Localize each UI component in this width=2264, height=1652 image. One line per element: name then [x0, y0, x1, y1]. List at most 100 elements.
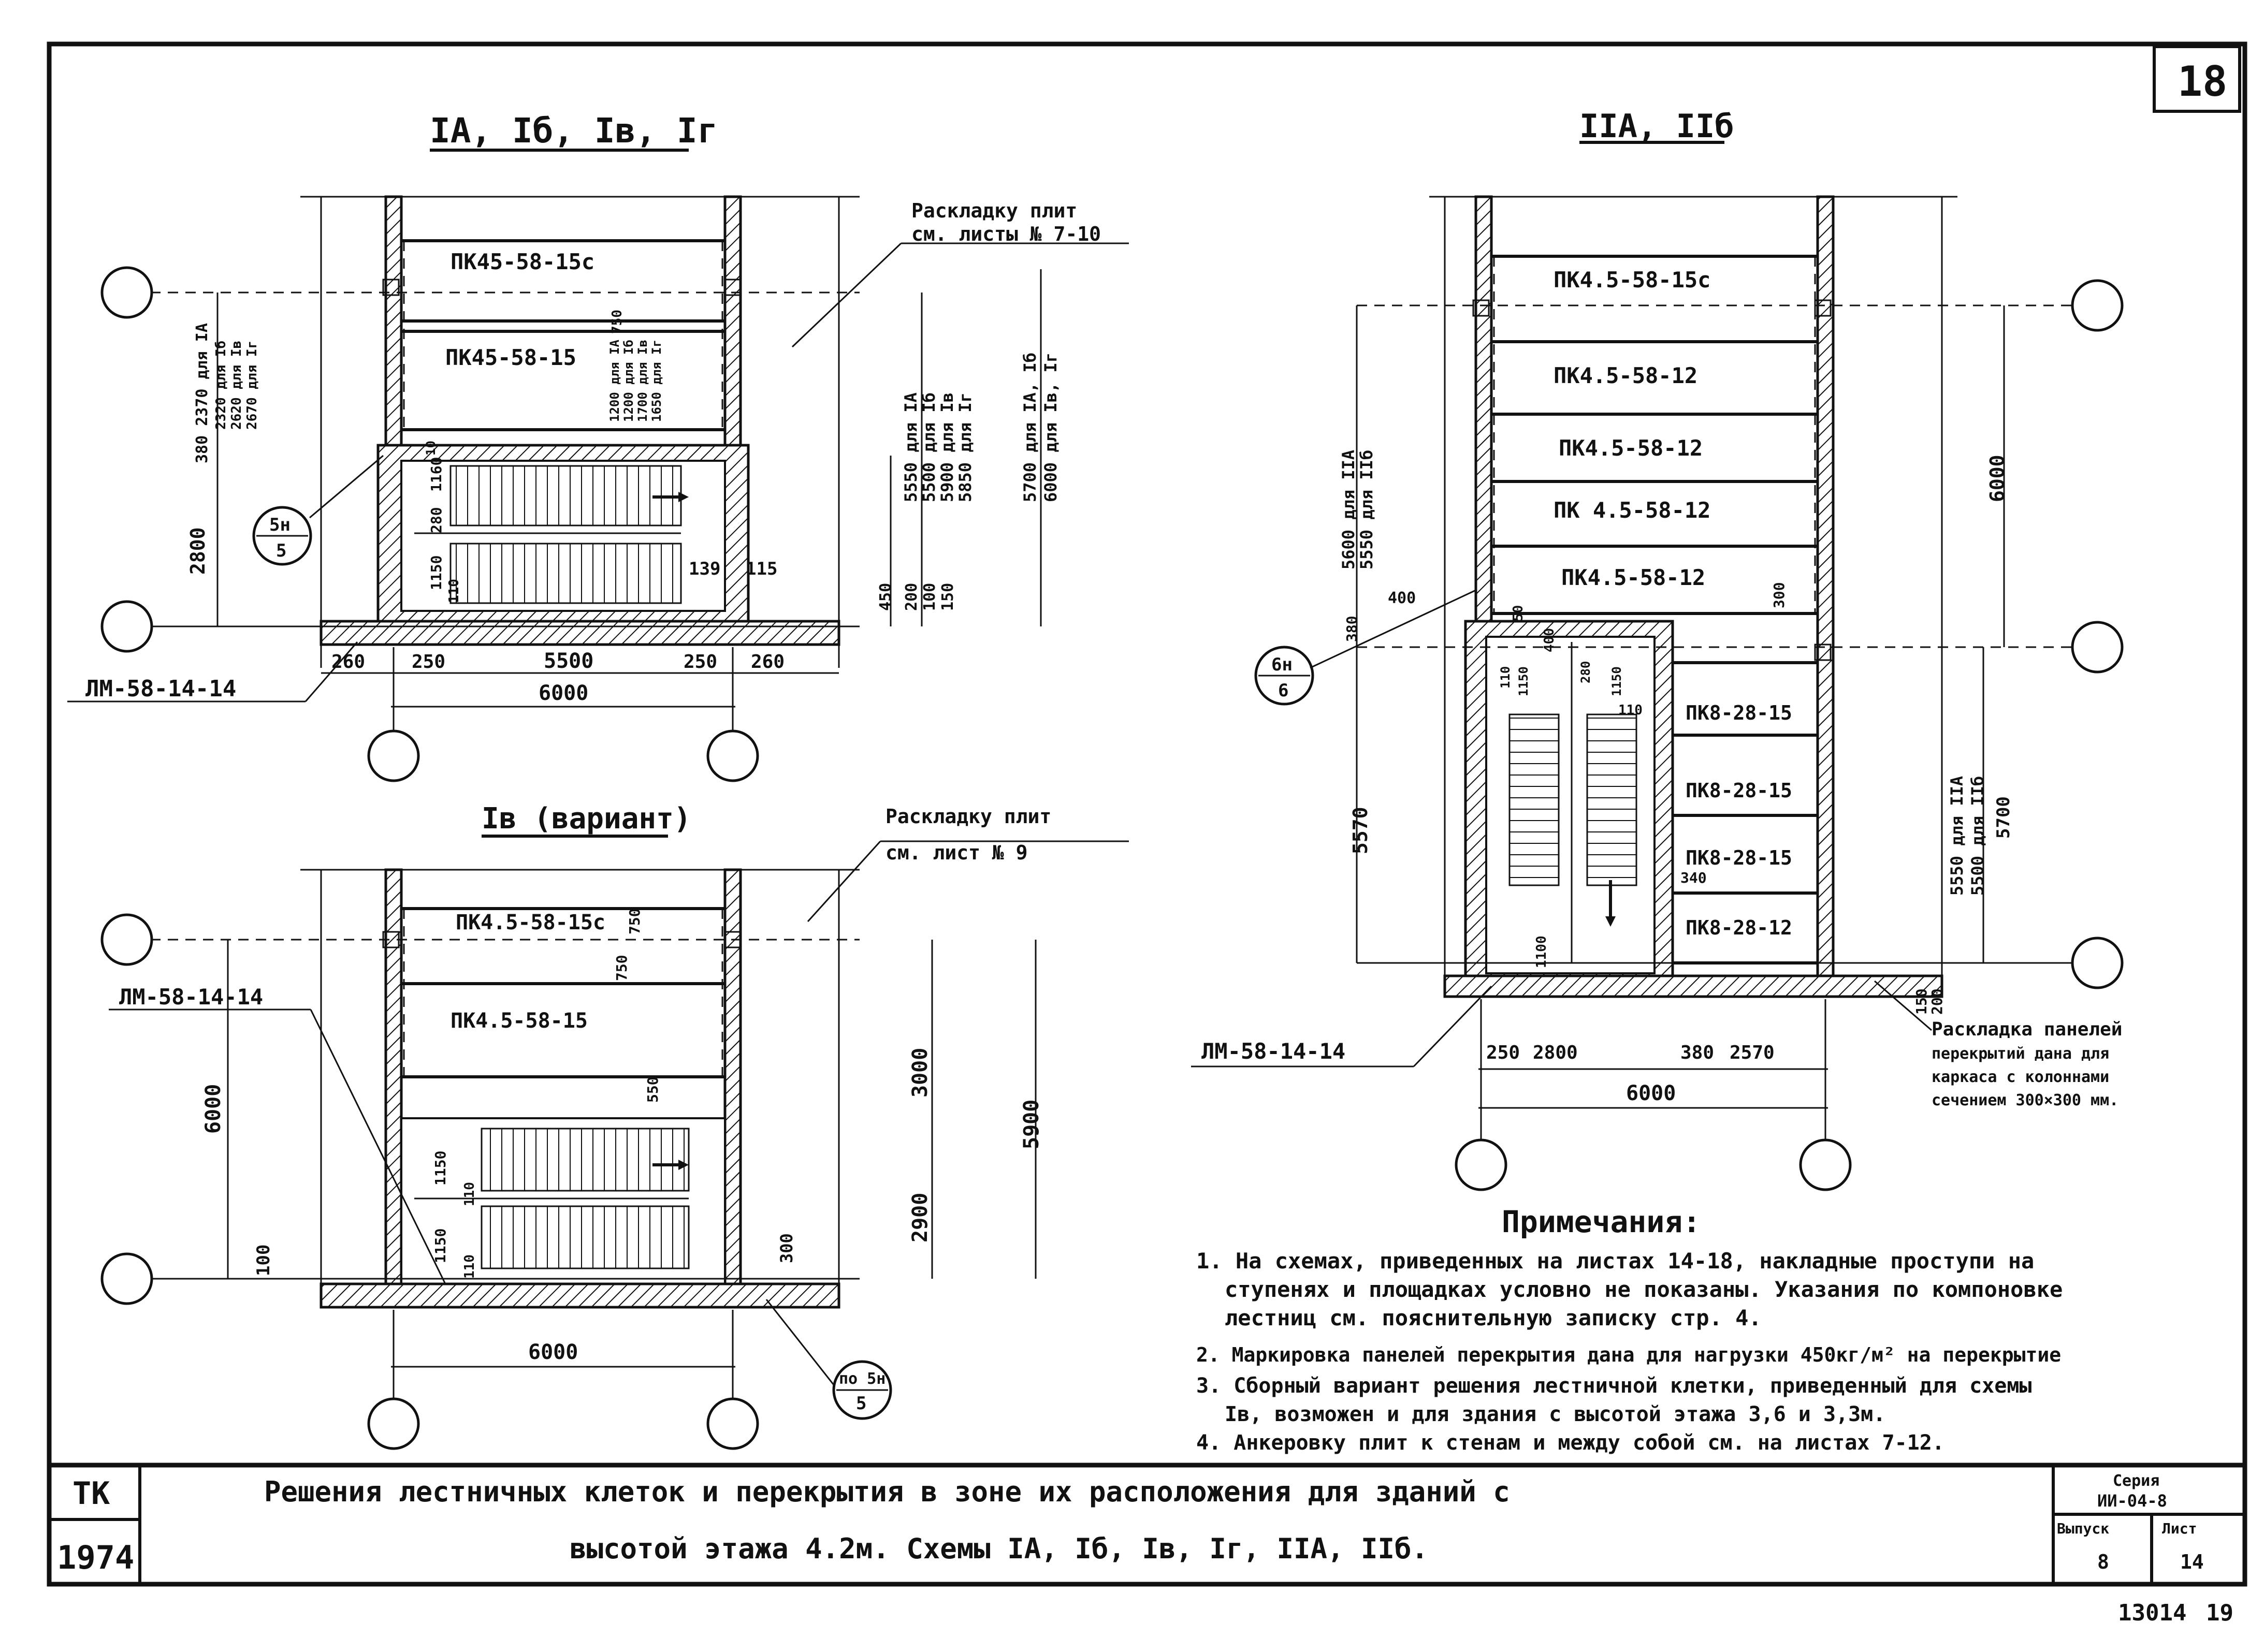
s1-d-1150: 1150 [428, 555, 445, 590]
s1-dim-right-far-1: 5700 для ІА, Іб [1020, 353, 1040, 502]
s1-callout-top: 5н [269, 515, 291, 535]
s1-note-line2: см. листы № 7-10 [911, 223, 1101, 245]
s3-d-280: 280 [1578, 661, 1593, 683]
scheme-2 [100, 835, 1129, 1450]
s3-dim-2800: 2800 [1533, 1042, 1578, 1063]
s3-note-line2: перекрытий дана для [1932, 1045, 2109, 1063]
s3-d-50: 50 [1511, 605, 1526, 621]
s3-callout-bot: 6 [1278, 680, 1288, 701]
s3-dim-6000-right: 6000 [1986, 455, 2009, 502]
s1-dim-bottom-260b: 260 [751, 651, 785, 673]
s2-dim-left-100: 100 [253, 1245, 274, 1276]
note-1c: лестниц см. пояснительную записку стр. 4… [1225, 1305, 1762, 1331]
s2-d-110b: 110 [462, 1254, 477, 1279]
s1-dim-small-150: 150 [939, 583, 957, 611]
note-1a: 1. На схемах, приведенных на листах 14-1… [1196, 1248, 2034, 1274]
s3-callout-top: 6н [1271, 654, 1293, 675]
title-block-tk: ТК [72, 1475, 110, 1512]
s3-dim-2570: 2570 [1730, 1042, 1775, 1063]
s2-dim-bottom-6000: 6000 [528, 1340, 578, 1364]
s3-d-400-top: 400 [1388, 589, 1416, 607]
s1-dim-right-4: 5850 для Іг [955, 392, 975, 502]
s1-panel-2: ПК45-58-15 [445, 345, 576, 370]
s2-dim-3000: 3000 [908, 1048, 932, 1098]
s1-dim-bottom-6000: 6000 [539, 681, 588, 705]
s2-d-1150b: 1150 [432, 1229, 449, 1263]
s2-d-750b: 750 [613, 955, 630, 981]
s2-d-750a: 750 [626, 908, 643, 934]
s1-inner-750: 750 [609, 310, 625, 334]
s2-d-550: 550 [644, 1076, 661, 1103]
s1-callout-bot: 5 [276, 540, 286, 561]
s3-note-line4: сечением 300×300 мм. [1932, 1091, 2118, 1109]
s1-d-115: 115 [746, 559, 777, 579]
s3-d-110b: 110 [1618, 703, 1643, 718]
s3-small-panel-4: ПК8-28-12 [1686, 916, 1792, 939]
s3-dim-left-1: 5600 для ІІА [1339, 450, 1358, 569]
s2-note-line1: Раскладку плит [886, 805, 1051, 828]
s1-inner-4: 1650 для Іг [649, 340, 664, 422]
issue-label: Выпуск [2057, 1520, 2109, 1537]
sheet-label: Лист [2162, 1520, 2197, 1537]
s1-d-139: 139 [689, 559, 720, 579]
s3-dim-left-2: 5550 для ІІб [1357, 450, 1376, 569]
sheet-value: 14 [2180, 1551, 2204, 1573]
s3-panel-5: ПК4.5-58-12 [1561, 565, 1705, 590]
s2-d-110a: 110 [462, 1182, 477, 1206]
s3-note-line1: Раскладка панелей [1932, 1019, 2122, 1040]
s1-d-280: 280 [428, 507, 445, 533]
scheme-3 [1191, 141, 2124, 1191]
s3-dim-right-150: 150 [1913, 988, 1930, 1015]
s3-panel-4: ПК 4.5-58-12 [1554, 498, 1710, 523]
s2-dim-5900: 5900 [1020, 1100, 1043, 1149]
s2-note-line2: см. лист № 9 [886, 841, 1028, 864]
s1-dim-bottom-250a: 250 [412, 651, 445, 673]
s3-dim-250: 250 [1486, 1042, 1520, 1063]
note-1b: ступенях и площадках условно не показаны… [1225, 1277, 2063, 1302]
s1-dim-small-200: 200 [903, 583, 921, 611]
s2-panel-1: ПК4.5-58-15с [456, 911, 605, 934]
s1-inner-3: 1700 для Ів [635, 340, 650, 422]
s3-panel-3: ПК4.5-58-12 [1559, 435, 1703, 461]
s2-dim-left-6000: 6000 [201, 1084, 225, 1134]
title-block-year: 1974 [57, 1539, 134, 1576]
notes-heading: Примечания: [1502, 1204, 1701, 1239]
s3-small-panel-1: ПК8-28-15 [1686, 701, 1792, 724]
s3-dim-6000: 6000 [1626, 1081, 1676, 1105]
s3-dim-right-2: 5500 для ІІб [1968, 776, 1987, 896]
s1-inner-2: 1200 для Іб [621, 340, 636, 422]
s2-dim-300: 300 [777, 1233, 796, 1263]
s3-dim-right-200: 200 [1928, 988, 1946, 1015]
s1-dim-right-3: 5900 для Ів [937, 392, 957, 502]
series-value: ИИ-04-8 [2097, 1491, 2167, 1511]
s1-d-110: 110 [446, 579, 462, 603]
s1-landing: ЛМ-58-14-14 [85, 676, 236, 702]
s3-small-panel-2: ПК8-28-15 [1686, 779, 1792, 802]
s3-d-1100: 1100 [1534, 935, 1549, 968]
issue-value: 8 [2097, 1551, 2109, 1573]
s3-panel-2: ПК4.5-58-12 [1554, 363, 1697, 388]
s1-d-10: 10 [424, 441, 438, 456]
s1-dim-right-2: 5500 для Іб [919, 392, 939, 502]
s1-inner-1: 1200 для ІА [607, 340, 622, 422]
scheme-2-title: Ів (вариант) [482, 802, 691, 836]
series-label: Серия [2113, 1472, 2159, 1490]
title-line-1: Решения лестничных клеток и перекрытия в… [264, 1475, 1510, 1508]
s3-d-400: 400 [1542, 628, 1557, 652]
s1-dim-bottom-260a: 260 [331, 651, 365, 673]
s3-d-1150b: 1150 [1609, 666, 1624, 696]
s1-d-1160: 1160 [428, 457, 445, 492]
s1-dim-left-top: 380 2370 для ІА [193, 323, 211, 463]
s1-dim-bottom-250b: 250 [684, 651, 717, 673]
s2-dim-2900: 2900 [908, 1193, 932, 1242]
archive-number: 13014 [2118, 1600, 2186, 1626]
s3-dim-right-1: 5550 для ІІА [1947, 776, 1967, 896]
s2-landing: ЛМ-58-14-14 [119, 984, 263, 1010]
s3-d-340: 340 [1680, 869, 1707, 886]
s1-panel-1: ПК45-58-15с [451, 249, 594, 274]
note-2: 2. Маркировка панелей перекрытия дана дл… [1196, 1343, 2061, 1366]
s2-panel-2: ПК4.5-58-15 [451, 1009, 588, 1033]
scheme-1: ІА, Іб, Ів, Іг [67, 111, 1129, 782]
s3-d-300: 300 [1770, 582, 1788, 608]
